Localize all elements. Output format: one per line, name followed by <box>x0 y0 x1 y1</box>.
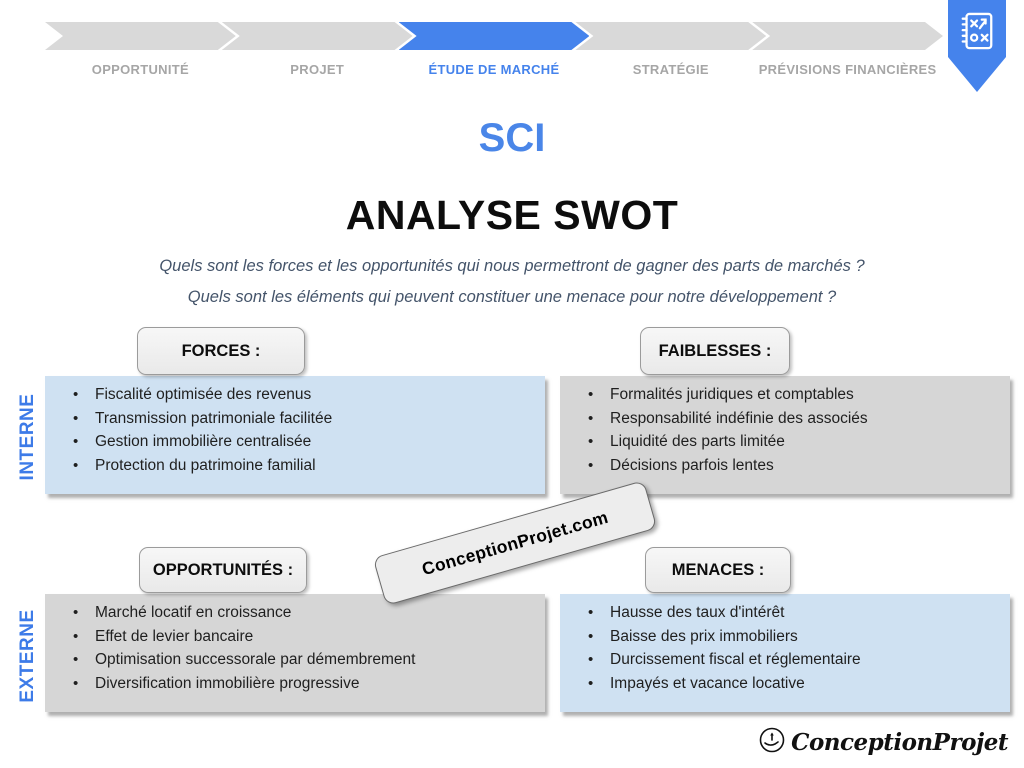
swot-item: Effet de levier bancaire <box>45 628 535 645</box>
menaces-list: Hausse des taux d'intérêt Baisse des pri… <box>560 594 1010 692</box>
nav-step-projet[interactable]: PROJET <box>222 22 413 77</box>
chevron-shape <box>222 22 413 50</box>
faiblesses-panel: Formalités juridiques et comptables Resp… <box>560 376 1010 494</box>
nav-step-label: ÉTUDE DE MARCHÉ <box>428 62 560 77</box>
menaces-panel: Hausse des taux d'intérêt Baisse des pri… <box>560 594 1010 712</box>
brand-name: ConceptionProjet <box>791 729 1008 756</box>
swot-item: Baisse des prix immobiliers <box>560 628 1000 645</box>
bookmark-ribbon <box>948 0 1006 92</box>
nav-step-opportunite[interactable]: OPPORTUNITÉ <box>45 22 236 77</box>
question-line-1: Quels sont les forces et les opportunité… <box>159 257 865 275</box>
chevron-shape <box>399 22 590 50</box>
opportunites-header: OPPORTUNITÉS : <box>139 547 307 593</box>
swot-item: Marché locatif en croissance <box>45 604 535 621</box>
question-line-2: Quels sont les éléments qui peuvent cons… <box>187 288 837 306</box>
swot-item: Diversification immobilière progressive <box>45 675 535 692</box>
nav-step-label: STRATÉGIE <box>632 62 709 77</box>
swot-item: Formalités juridiques et comptables <box>560 386 1000 403</box>
chevron-shape <box>45 22 236 50</box>
menaces-header: MENACES : <box>645 547 791 593</box>
axis-label-interne: INTERNE <box>17 393 38 481</box>
nav-step-label: OPPORTUNITÉ <box>91 62 189 77</box>
faiblesses-header: FAIBLESSES : <box>640 327 790 375</box>
axis-label-externe: EXTERNE <box>17 609 38 703</box>
watermark-banner: ConceptionProjet.com <box>372 480 658 606</box>
swot-item: Décisions parfois lentes <box>560 457 1000 474</box>
nav-step-etude-de-marche[interactable]: ÉTUDE DE MARCHÉ <box>399 22 590 77</box>
swot-item: Transmission patrimoniale facilitée <box>45 410 535 427</box>
swot-item: Gestion immobilière centralisée <box>45 433 535 450</box>
faiblesses-list: Formalités juridiques et comptables Resp… <box>560 376 1010 474</box>
swot-item: Fiscalité optimisée des revenus <box>45 386 535 403</box>
hand-holding-rocket-icon <box>759 727 785 758</box>
swot-item: Optimisation successorale par démembreme… <box>45 651 535 668</box>
subject-title: SCI <box>478 116 546 160</box>
nav-step-strategie[interactable]: STRATÉGIE <box>575 22 766 77</box>
chevron-shape <box>575 22 766 50</box>
swot-item: Hausse des taux d'intérêt <box>560 604 1000 621</box>
forces-panel: Fiscalité optimisée des revenus Transmis… <box>45 376 545 494</box>
opportunites-panel: Marché locatif en croissance Effet de le… <box>45 594 545 712</box>
nav-step-label: PRÉVISIONS FINANCIÈRES <box>758 62 937 77</box>
nav-step-label: PROJET <box>290 62 345 77</box>
brand-logo: ConceptionProjet <box>759 727 1008 758</box>
forces-header: FORCES : <box>137 327 305 375</box>
chevron-shape <box>752 22 943 50</box>
opportunites-list: Marché locatif en croissance Effet de le… <box>45 594 545 692</box>
forces-list: Fiscalité optimisée des revenus Transmis… <box>45 376 545 474</box>
swot-item: Impayés et vacance locative <box>560 675 1000 692</box>
swot-item: Responsabilité indéfinie des associés <box>560 410 1000 427</box>
swot-item: Protection du patrimoine familial <box>45 457 535 474</box>
strategy-notepad-icon <box>958 0 996 92</box>
swot-item: Liquidité des parts limitée <box>560 433 1000 450</box>
process-nav: OPPORTUNITÉ PROJET ÉTUDE DE MARCHÉ STRAT… <box>45 22 943 77</box>
page-title: ANALYSE SWOT <box>345 192 679 238</box>
nav-step-previsions-financieres[interactable]: PRÉVISIONS FINANCIÈRES <box>752 22 943 77</box>
swot-item: Durcissement fiscal et réglementaire <box>560 651 1000 668</box>
